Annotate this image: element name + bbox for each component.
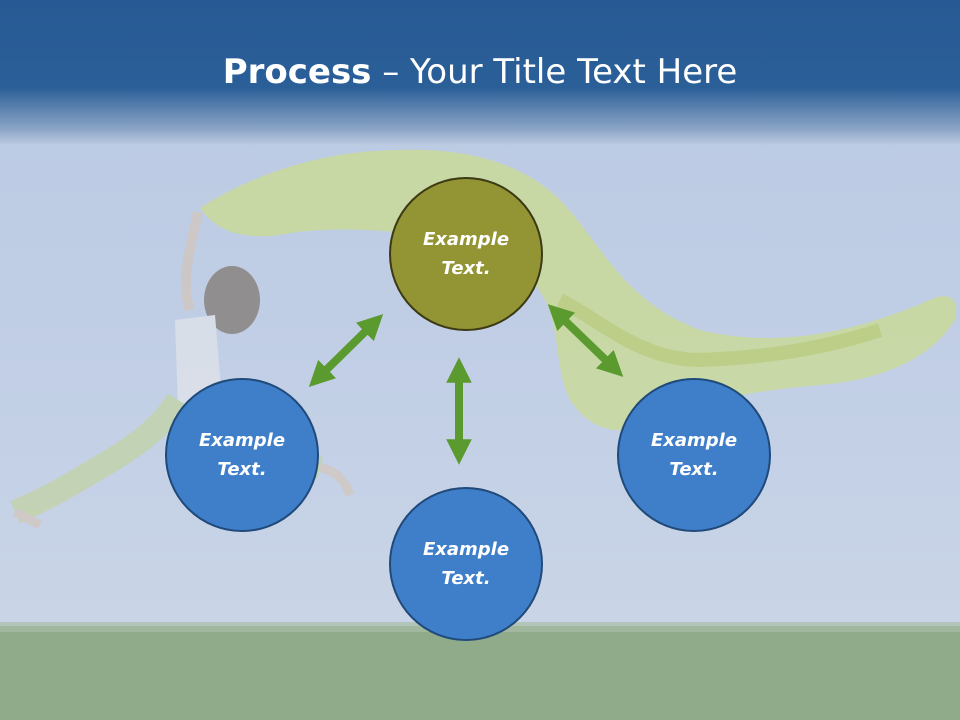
- slide-title: Process – Your Title Text Here: [0, 52, 960, 92]
- node-right: Example Text.: [617, 378, 771, 532]
- arrow-top-right: [547, 304, 624, 377]
- grass-field: [0, 626, 960, 720]
- node-right-label: Example Text.: [650, 430, 738, 480]
- arrow-left-top: [308, 314, 384, 387]
- node-top-label: Example Text.: [422, 229, 510, 279]
- node-left: Example Text.: [165, 378, 319, 532]
- title-bold: Process: [222, 52, 372, 92]
- title-rest: – Your Title Text Here: [371, 52, 738, 92]
- node-top: Example Text.: [389, 177, 543, 331]
- node-bottom-label: Example Text.: [422, 539, 510, 589]
- node-left-label: Example Text.: [198, 430, 286, 480]
- node-bottom: Example Text.: [389, 487, 543, 641]
- title-bar: Process – Your Title Text Here: [0, 0, 960, 146]
